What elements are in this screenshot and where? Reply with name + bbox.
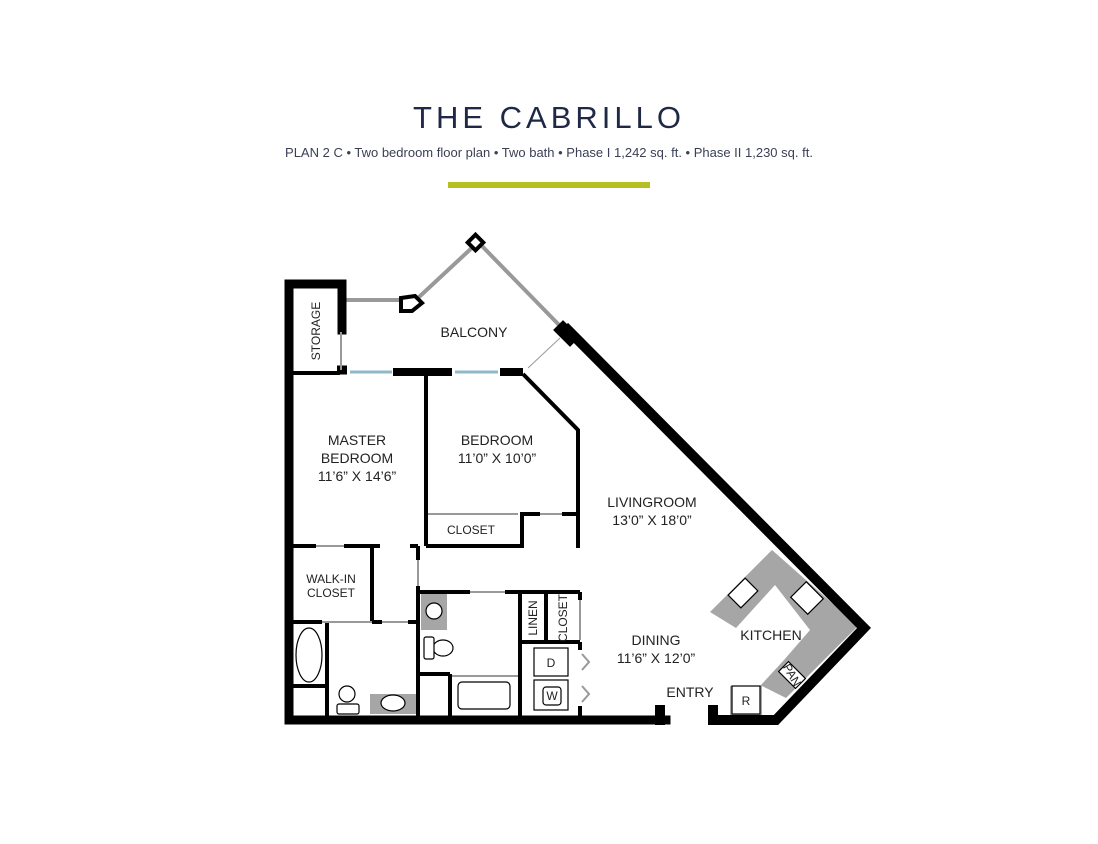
label-dining: DINING: [632, 632, 681, 648]
label-kitchen: KITCHEN: [740, 627, 801, 643]
label-linen: LINEN: [526, 600, 540, 635]
kitchen-sink: [727, 577, 759, 609]
label-hall-closet: CLOSET: [556, 593, 570, 642]
laundry-chevrons: [581, 653, 591, 703]
label-bedroom-dim: 11’0” X 10’0”: [458, 450, 537, 466]
label-storage: STORAGE: [309, 302, 323, 360]
cooktop: [789, 580, 825, 616]
toilet-master: [338, 685, 356, 703]
label-closet: CLOSET: [447, 523, 496, 537]
sink-master: [380, 694, 406, 712]
fixtures: [295, 577, 825, 715]
label-entry: ENTRY: [666, 684, 714, 700]
refrigerator: [731, 685, 761, 715]
label-balcony: BALCONY: [441, 324, 509, 340]
label-walkin-1: WALK-IN: [306, 572, 356, 586]
label-refrigerator: R: [742, 694, 751, 708]
label-master-1: MASTER: [328, 432, 386, 448]
railing-post-2: [399, 293, 425, 313]
tub-bath2: [457, 681, 511, 710]
label-dining-dim: 11’6” X 12’0”: [617, 650, 696, 666]
page-title: THE CABRILLO: [413, 100, 685, 135]
balcony-railing: [344, 242, 564, 330]
label-dryer: D: [547, 656, 556, 670]
railing-post: [464, 231, 487, 254]
interior-walls: [289, 365, 582, 720]
pantry: [777, 660, 807, 690]
exterior-walls: [284, 279, 871, 725]
label-master-2: BEDROOM: [321, 450, 393, 466]
dryer: [533, 647, 569, 677]
label-livingroom: LIVINGROOM: [607, 494, 696, 510]
door-lines: [316, 332, 581, 677]
label-livingroom-dim: 13’0” X 18’0”: [612, 512, 692, 528]
label-master-dim: 11’6” X 14’6”: [318, 468, 397, 484]
accent-divider: [448, 182, 650, 188]
label-bedroom: BEDROOM: [461, 432, 533, 448]
plan-subtitle: PLAN 2 C • Two bedroom floor plan • Two …: [285, 145, 813, 160]
tub-master: [295, 627, 323, 683]
sink-bath2: [425, 602, 443, 620]
label-walkin-2: CLOSET: [307, 586, 356, 600]
label-washer: W: [546, 689, 558, 703]
toilet-bath2: [432, 639, 454, 657]
